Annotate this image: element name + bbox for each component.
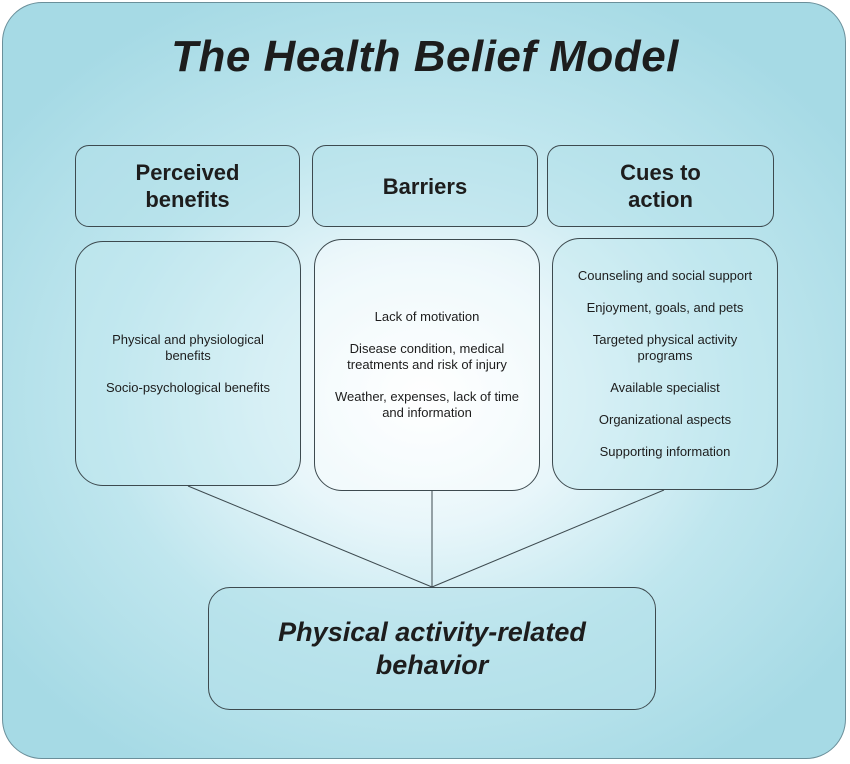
- header-perceived-benefits: Perceived benefits: [75, 145, 300, 227]
- cues-content-box: Counseling and social support Enjoyment,…: [552, 238, 778, 490]
- barriers-content-box: Lack of motivation Disease condition, me…: [314, 239, 540, 491]
- barriers-item-weather: Weather, expenses, lack of time and info…: [334, 389, 520, 420]
- barriers-item-disease: Disease condition, medical treatments an…: [347, 341, 507, 372]
- header-barriers-label: Barriers: [382, 173, 468, 199]
- behavior-outcome-label: Physical activity-related behavior: [278, 616, 586, 680]
- barriers-item-motivation: Lack of motivation: [374, 309, 480, 324]
- header-perceived-benefits-label: Perceived benefits: [135, 160, 240, 212]
- header-cues-to-action: Cues to action: [547, 145, 774, 227]
- benefits-item-physical: Physical and physiological benefits: [112, 331, 264, 363]
- benefits-content-box: Physical and physiological benefits Soci…: [75, 241, 301, 486]
- header-barriers: Barriers: [312, 145, 538, 227]
- cues-item-counseling: Counseling and social support: [577, 268, 753, 283]
- cues-item-specialist: Available specialist: [610, 380, 720, 395]
- cues-item-targeted-programs: Targeted physical activity programs: [592, 332, 738, 363]
- diagram-title: The Health Belief Model: [171, 32, 679, 81]
- cues-item-organizational: Organizational aspects: [598, 412, 732, 427]
- cues-item-enjoyment: Enjoyment, goals, and pets: [586, 300, 744, 315]
- cues-item-supporting-info: Supporting information: [599, 444, 731, 459]
- header-cues-to-action-label: Cues to action: [620, 160, 701, 212]
- behavior-outcome-box: Physical activity-related behavior: [208, 587, 656, 710]
- benefits-item-socio-psychological: Socio-psychological benefits: [105, 379, 271, 395]
